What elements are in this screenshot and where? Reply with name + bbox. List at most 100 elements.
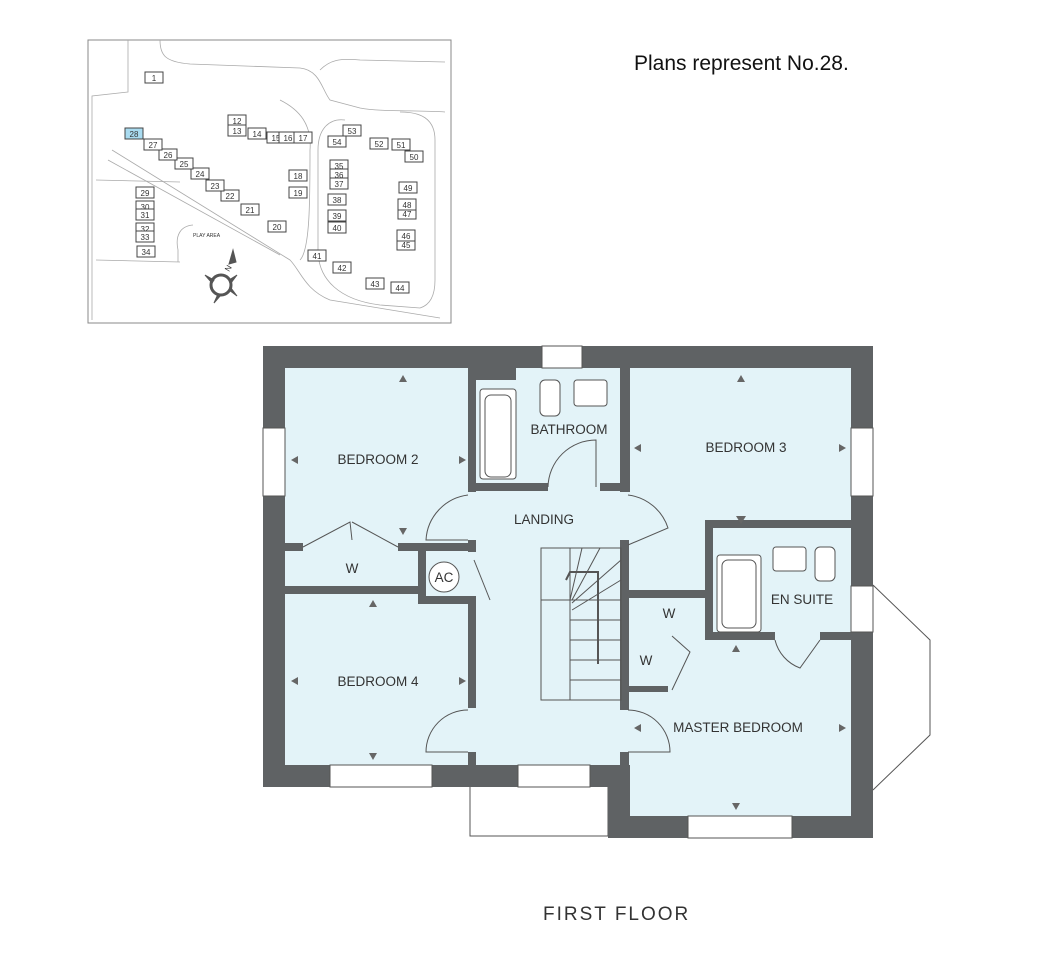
- site-plot-number: 52: [375, 140, 384, 149]
- site-plot-outline: [327, 209, 347, 222]
- window-bathroom: [541, 345, 583, 369]
- site-plot-number: 16: [284, 134, 293, 143]
- room-label-master-bedroom: MASTER BEDROOM: [673, 720, 803, 735]
- site-plot-number: 18: [294, 172, 303, 181]
- site-plot-number: 53: [348, 127, 357, 136]
- site-plot-number: 48: [403, 201, 412, 210]
- room-label-bathroom: BATHROOM: [531, 422, 608, 437]
- site-plot-outline: [247, 127, 267, 140]
- plans-caption: Plans represent No.28.: [634, 52, 849, 75]
- window-landing: [517, 764, 591, 788]
- site-plot-number: 26: [164, 151, 173, 160]
- site-plot-number: 34: [142, 248, 151, 257]
- site-plot-outline: [369, 137, 389, 150]
- toilet-icon: [539, 379, 561, 417]
- compass-icon: N: [204, 248, 238, 304]
- site-plot-outline: [327, 193, 347, 206]
- site-plot-outline: [327, 221, 347, 234]
- window-bedroom2: [262, 427, 286, 497]
- door-master: [627, 709, 671, 753]
- door-bathroom: [547, 439, 597, 488]
- site-plot-outline: [391, 138, 411, 151]
- site-plot-outline: [398, 181, 418, 194]
- room-label-ac: AC: [435, 570, 454, 585]
- door-bedroom2: [425, 494, 469, 541]
- site-plot-number: 17: [299, 134, 308, 143]
- door-bedroom3: [627, 494, 669, 546]
- site-plot-number: 41: [313, 252, 322, 261]
- site-plot-number: 54: [333, 138, 342, 147]
- site-plot-number: 13: [233, 127, 242, 136]
- site-plot-number: 21: [246, 206, 255, 215]
- porch-outline: [469, 785, 609, 837]
- room-label-wardrobe-master-1: W: [663, 606, 676, 621]
- site-plot-outline: [135, 230, 155, 243]
- bath-icon: [479, 388, 517, 480]
- site-plot-number: 42: [338, 264, 347, 273]
- site-plot-number: 51: [397, 141, 406, 150]
- ensuite-basin-icon: [772, 546, 807, 572]
- site-plot-outline: [136, 245, 156, 258]
- site-plot-number: 28: [130, 130, 139, 139]
- site-plot-number: 31: [141, 211, 150, 220]
- site-plot-outline: [135, 186, 155, 199]
- site-plot-number: 32: [141, 225, 150, 234]
- compass-north-label: N: [223, 263, 234, 273]
- site-plot-number: 20: [273, 223, 282, 232]
- site-plot-number: 30: [141, 203, 150, 212]
- site-plot-outline: [293, 131, 313, 144]
- site-plot-number: 39: [333, 212, 342, 221]
- site-plot-number: 23: [211, 182, 220, 191]
- room-label-wardrobe-master-2: W: [640, 653, 653, 668]
- door-ensuite: [774, 639, 821, 669]
- window-bedroom4: [329, 764, 433, 788]
- site-plot-number: 43: [371, 280, 380, 289]
- site-plot-number: 37: [335, 180, 344, 189]
- window-bedroom3: [850, 427, 874, 497]
- site-plot-outline: [158, 148, 178, 161]
- site-plot-outline: [220, 189, 240, 202]
- bay-window-outline: [872, 584, 931, 791]
- play-area-label: PLAY AREA: [193, 233, 221, 239]
- site-plot-number: 40: [333, 224, 342, 233]
- site-plot-number: 49: [404, 184, 413, 193]
- site-plot-number: 1: [152, 74, 157, 83]
- stair-direction-arrow: [565, 571, 599, 664]
- fixtures: [428, 379, 836, 633]
- site-plot-number: 45: [402, 241, 411, 250]
- site-plot-outline: [288, 169, 308, 182]
- site-plot-number: 12: [233, 117, 242, 126]
- site-plot-number: 25: [180, 160, 189, 169]
- site-plot-outline: [365, 277, 385, 290]
- site-plot-number: 44: [396, 284, 405, 293]
- site-plot-outline: [396, 229, 416, 242]
- site-roads: [91, 39, 446, 320]
- window-ensuite: [850, 585, 874, 633]
- site-plot-number: 36: [335, 171, 344, 180]
- site-plot-outline: [267, 220, 287, 233]
- site-plot-outline: [135, 208, 155, 221]
- site-plot-number: 22: [226, 192, 235, 201]
- site-plot-outline: [288, 186, 308, 199]
- site-plot-outline: [404, 150, 424, 163]
- doors: [302, 439, 821, 753]
- room-label-landing: LANDING: [514, 512, 574, 527]
- door-bedroom4: [425, 709, 469, 753]
- site-plot-outline: [124, 127, 144, 140]
- ac-unit-circle: [428, 561, 460, 593]
- site-plot-number: 27: [149, 141, 158, 150]
- site-plot-number: 38: [333, 196, 342, 205]
- site-plot-outline: [307, 249, 327, 262]
- site-plot-number: 24: [196, 170, 205, 179]
- site-plot-number: 47: [403, 210, 412, 219]
- floor-plan: BEDROOM 2 BATHROOM BEDROOM 3 LANDING W A…: [262, 345, 931, 839]
- site-plot-number: 46: [402, 232, 411, 241]
- site-plot-outline: [332, 261, 352, 274]
- room-label-ensuite: EN SUITE: [771, 592, 833, 607]
- ensuite-bath-icon: [716, 554, 762, 633]
- site-plot-outline: [205, 179, 225, 192]
- site-plot-outline: [227, 124, 247, 137]
- site-plot-number: 14: [253, 130, 262, 139]
